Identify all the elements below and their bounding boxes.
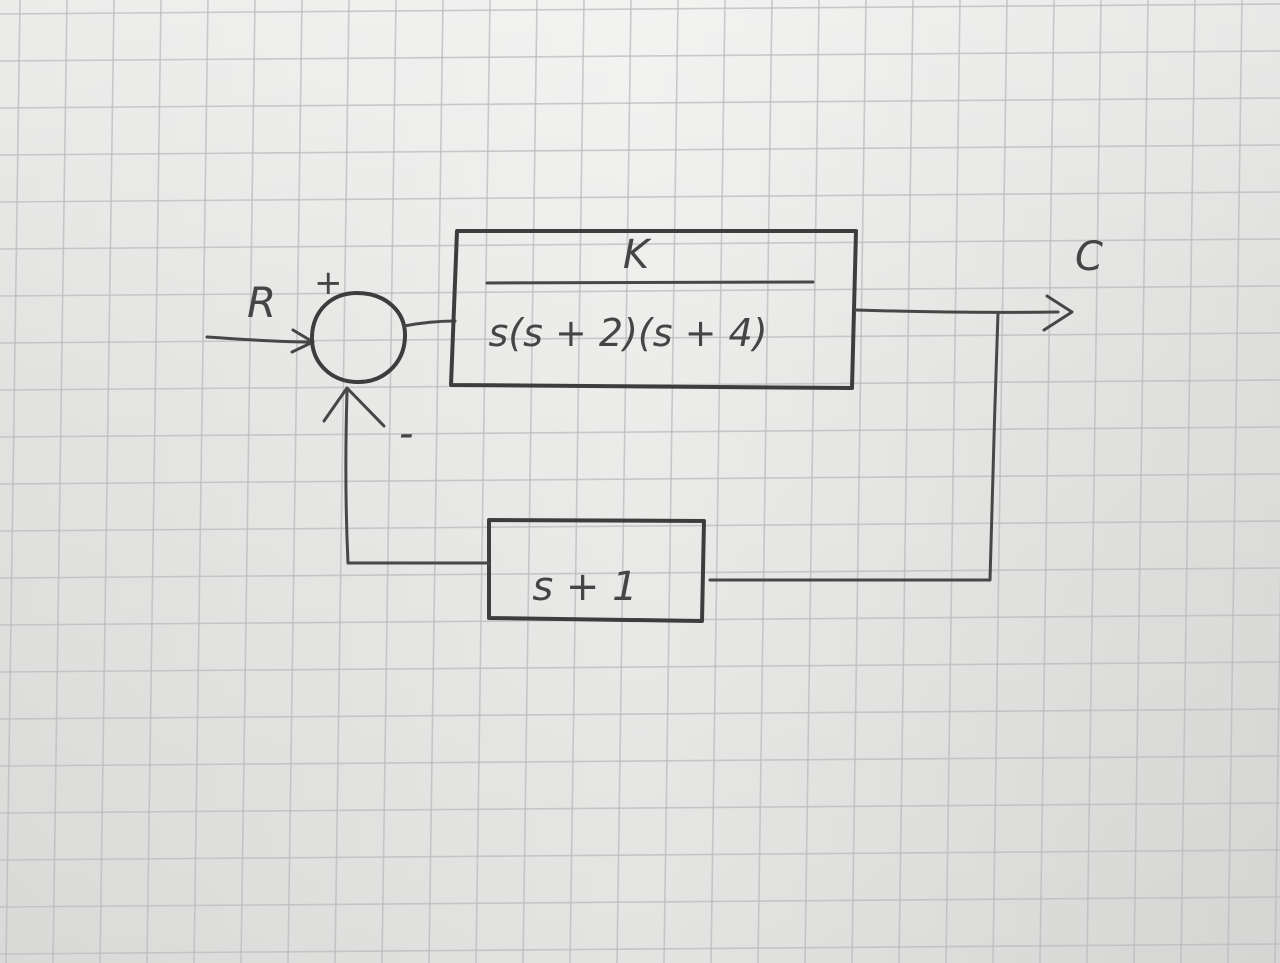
grid-line-vertical <box>475 0 491 963</box>
grid-line-horizontal <box>0 238 1280 250</box>
feedback-block <box>487 518 706 623</box>
feedback-pickoff-line <box>708 311 1000 582</box>
feedback-expression: s + 1 <box>532 564 637 610</box>
grid-line-vertical <box>992 0 1008 963</box>
grid-line-horizontal <box>0 520 1280 532</box>
grid-line-vertical <box>851 0 867 963</box>
grid-line-vertical <box>1039 0 1055 963</box>
grid-line-vertical <box>52 0 68 963</box>
grid-line-horizontal <box>0 802 1280 814</box>
error-signal-line <box>402 319 457 328</box>
grid-line-horizontal <box>0 849 1280 861</box>
feedback-arrowhead <box>322 386 386 428</box>
grid-line-vertical <box>616 0 632 963</box>
grid-line-horizontal <box>0 755 1280 767</box>
grid-line-horizontal <box>0 144 1280 156</box>
grid-line-vertical <box>569 0 585 963</box>
output-arrowhead <box>1042 294 1074 332</box>
summing-junction <box>309 291 408 385</box>
grid-line-vertical <box>1227 0 1243 963</box>
grid-line-vertical <box>1180 0 1196 963</box>
grid-line-vertical <box>1133 0 1149 963</box>
grid-line-horizontal <box>0 708 1280 720</box>
plus-sign-label: + <box>314 263 343 303</box>
grid-line-horizontal <box>0 50 1280 62</box>
input-label: R <box>247 278 276 327</box>
grid-line-horizontal <box>0 191 1280 203</box>
grid-line-horizontal <box>0 426 1280 438</box>
grid-line-vertical <box>5 0 21 963</box>
minus-sign-label: - <box>399 411 413 457</box>
forward-block <box>449 229 858 390</box>
grid-line-vertical <box>898 0 914 963</box>
grid-line-vertical <box>804 0 820 963</box>
grid-line-vertical <box>710 0 726 963</box>
grid-line-vertical <box>99 0 115 963</box>
grid-line-horizontal <box>0 567 1280 579</box>
forward-numerator: K <box>623 232 652 278</box>
grid-line-horizontal <box>0 97 1280 109</box>
feedback-return-line <box>344 390 491 565</box>
grid-line-horizontal <box>0 661 1280 673</box>
grid-line-horizontal <box>0 3 1280 15</box>
grid-line-vertical <box>428 0 444 963</box>
grid-line-horizontal <box>0 896 1280 908</box>
grid-line-horizontal <box>0 473 1280 485</box>
output-label: C <box>1075 234 1103 280</box>
input-signal-line <box>205 335 312 344</box>
forward-denominator: s(s + 2)(s + 4) <box>488 311 767 355</box>
grid-line-vertical <box>1086 0 1102 963</box>
output-signal-line <box>854 308 1060 314</box>
grid-line-horizontal <box>0 943 1280 955</box>
grid-line-vertical <box>193 0 209 963</box>
fraction-bar <box>485 280 815 285</box>
grid-line-vertical <box>522 0 538 963</box>
grid-line-horizontal <box>0 332 1280 344</box>
grid-line-vertical <box>663 0 679 963</box>
grid-line-vertical <box>146 0 162 963</box>
grid-line-horizontal <box>0 285 1280 297</box>
grid-line-vertical <box>945 0 961 963</box>
grid-line-vertical <box>757 0 773 963</box>
